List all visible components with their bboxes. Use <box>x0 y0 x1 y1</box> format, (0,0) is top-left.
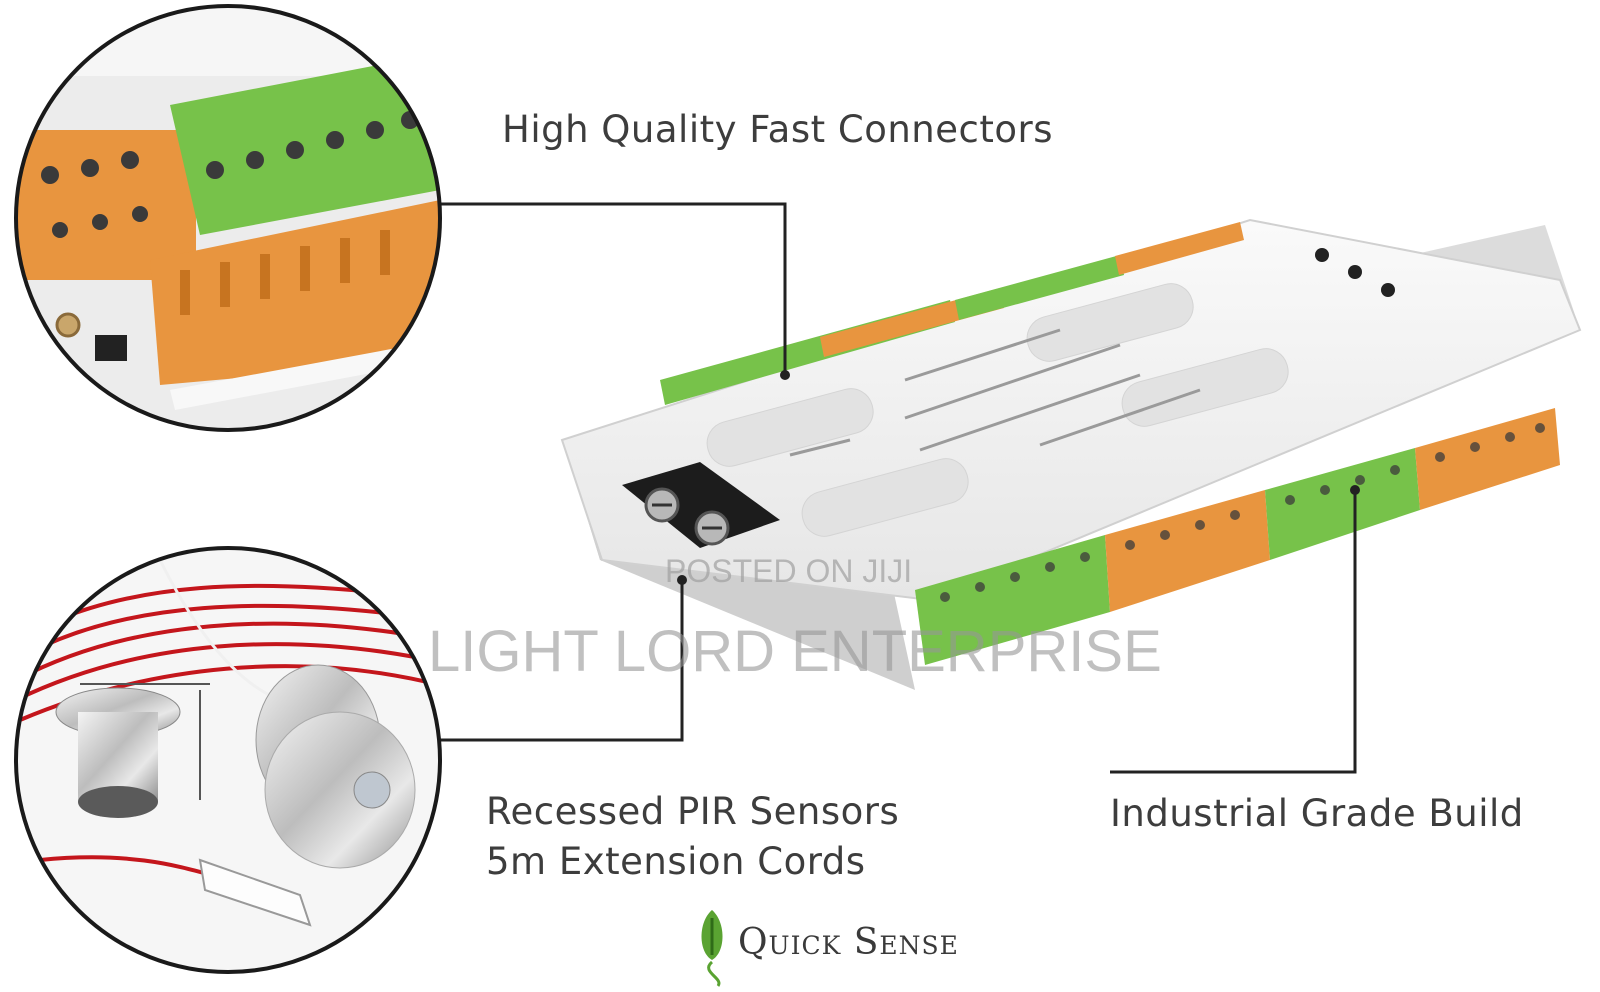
brand-name: Quick Sense <box>738 922 959 963</box>
terminal-row-front <box>915 408 1560 665</box>
pir-callout-line2: 5m Extension Cords <box>486 840 866 883</box>
quick-sense-logo-icon <box>701 910 723 987</box>
pir-callout: Recessed PIR Sensors 5m Extension Cords <box>486 787 899 887</box>
pir-callout-line1: Recessed PIR Sensors <box>486 790 900 833</box>
connectors-callout: High Quality Fast Connectors <box>502 108 1053 151</box>
pir-sensor-zoom-circle <box>14 546 442 974</box>
watermark-posted: POSTED ON JIJI <box>665 553 913 589</box>
power-terminal <box>622 462 780 548</box>
watermark-enterprise: LIGHT LORD ENTERPRISE <box>428 619 1162 684</box>
terminal-row-back <box>660 222 1244 405</box>
build-callout: Industrial Grade Build <box>1110 792 1524 835</box>
leader-lines <box>440 202 1357 774</box>
connector-zoom-circle <box>14 4 442 432</box>
controller-board <box>560 218 1582 690</box>
